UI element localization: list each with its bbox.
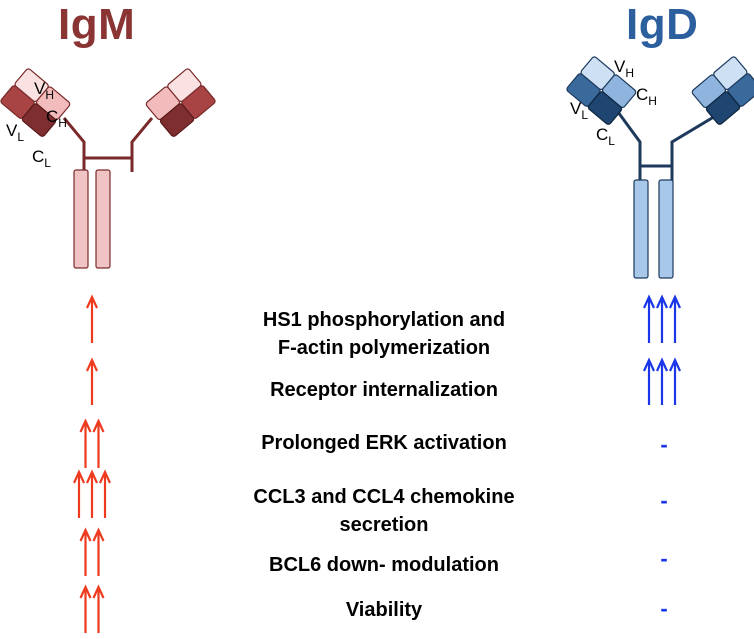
row-label: CCL3 and CCL4 chemokine secretion [200, 483, 568, 539]
igm-up-arrow-icon [92, 527, 105, 576]
row-label: Receptor internalization [200, 376, 568, 404]
igd-up-arrow-icon [668, 294, 682, 343]
igm-up-arrow-icon [98, 469, 112, 518]
row-label: Viability [200, 596, 568, 624]
igm-up-arrow-icon [85, 357, 99, 405]
igd-vh-label: VH [614, 57, 634, 80]
row-label-line: Receptor internalization [270, 379, 498, 401]
igd-title: IgD [626, 0, 699, 49]
igm-up-arrow-icon [79, 584, 92, 633]
igm-up-arrow-icon [72, 469, 86, 518]
igm-up-arrow-icon [85, 294, 99, 343]
igd-up-arrow-icon [668, 357, 682, 405]
igd-stem-right [658, 179, 674, 279]
igd-no-effect-dash: - [660, 432, 668, 457]
igm-vh-label: VH [34, 79, 54, 102]
igm-ch-label: CH [46, 107, 67, 130]
igd-up-arrow-icon [655, 294, 669, 343]
row-label-line: Prolonged ERK activation [261, 432, 507, 454]
igd-antibody: VH CH VL CL [566, 56, 754, 279]
igm-stem-left [73, 169, 89, 269]
row-label-line: HS1 phosphorylation and [262, 309, 506, 331]
row-label-line: F-actin polymerization [277, 337, 491, 359]
igd-up-arrow-icon [642, 357, 656, 405]
igm-up-arrow-icon [85, 469, 99, 518]
igd-up-arrow-icon [655, 357, 669, 405]
igd-up-arrow-icon [642, 294, 656, 343]
row-label-line: Viability [345, 599, 423, 621]
igd-vl-label: VL [570, 99, 588, 122]
igm-up-arrow-icon [92, 418, 105, 468]
igm-up-arrow-icon [79, 418, 92, 468]
row-label: Prolonged ERK activation [200, 429, 568, 457]
row-label: BCL6 down- modulation [200, 551, 568, 579]
igm-vl-label: VL [6, 121, 24, 144]
row-label-line: secretion [339, 514, 429, 536]
igd-ch-label: CH [636, 85, 657, 108]
igd-stem-left [633, 179, 649, 279]
arrows-layer [72, 294, 682, 633]
igm-up-arrow-icon [79, 527, 92, 576]
igd-no-effect-dash: - [660, 596, 668, 621]
igm-cl-label: CL [32, 147, 51, 170]
igd-no-effect-dash: - [660, 488, 668, 513]
igm-up-arrow-icon [92, 584, 105, 633]
row-label-line: CCL3 and CCL4 chemokine [253, 486, 515, 508]
igd-cl-label: CL [596, 125, 615, 148]
igm-antibody: VH CH VL CL [0, 68, 216, 269]
igm-title: IgM [58, 0, 136, 49]
igd-no-effect-dash: - [660, 546, 668, 571]
igm-stem-right [95, 169, 111, 269]
row-label-line: BCL6 down- modulation [269, 554, 499, 576]
